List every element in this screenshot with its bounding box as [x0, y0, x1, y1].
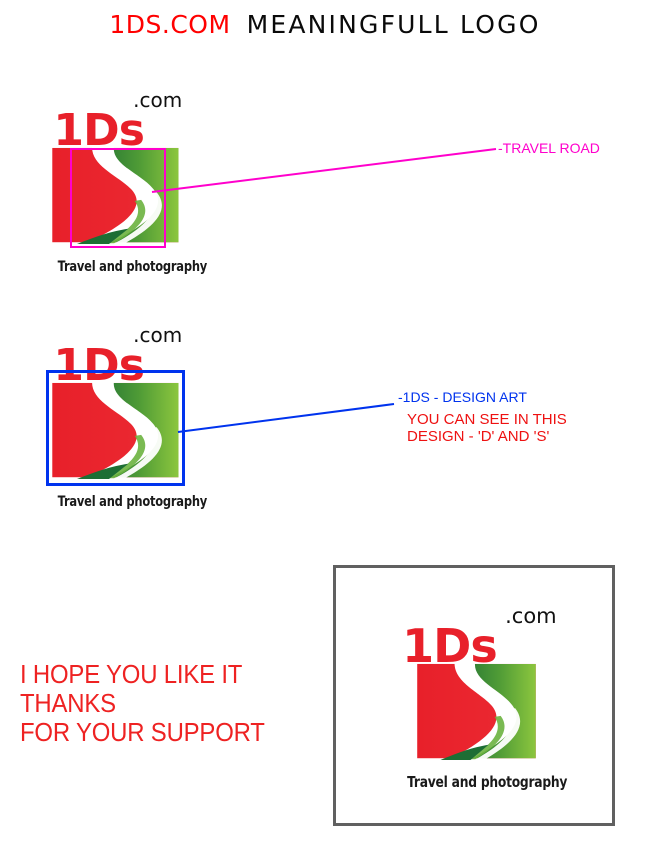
logo-tagline: Travel and photography [407, 773, 568, 791]
logo-wordmark: 1Ds .com [45, 90, 185, 153]
logo-wordmark-dotcom: .com [133, 323, 183, 347]
logo-road-stripe-2 [475, 708, 520, 760]
logo-road-foot [78, 464, 128, 479]
logo-wordmark-dotcom: .com [133, 88, 183, 112]
annotation-label-travel-road: -TRAVEL ROAD [498, 140, 600, 156]
closing-message: I HOPE YOU LIKE IT THANKS FOR YOUR SUPPO… [20, 660, 314, 747]
logo-road-stripe-accent [105, 435, 145, 479]
logo-square-art [51, 382, 179, 479]
logo-instance-design-art: 1Ds .com [45, 325, 208, 510]
logo-instance-showcase: 1Ds .com [392, 606, 568, 792]
page-title: 1DS.COM MEANINGFULL LOGO [0, 10, 650, 39]
logo-wordmark-main: 1Ds [53, 339, 145, 391]
logo-wordmark-main: 1Ds [402, 618, 498, 673]
showcase-frame: 1Ds .com [333, 565, 615, 826]
annotation-note-line-2: DESIGN - 'D' AND 'S' [407, 428, 550, 445]
highlight-box-travel-road[interactable] [70, 148, 166, 248]
highlight-box-design-art[interactable] [46, 370, 185, 486]
logo-square-art [416, 663, 536, 760]
logo-road-stripe-accent [467, 716, 505, 760]
page-title-brand: 1DS.COM [109, 10, 231, 39]
logo-road-stripe-accent [105, 200, 145, 244]
leader-line-design-art [177, 403, 395, 433]
closing-message-line-1: I HOPE YOU LIKE IT THANKS [20, 659, 242, 718]
logo-road-foot [78, 229, 128, 244]
logo-road-foot [441, 745, 489, 760]
logo-instance-travel-road: 1Ds .com [45, 90, 208, 275]
logo-tagline: Travel and photography [57, 494, 208, 510]
annotation-label-design-art: -1DS - DESIGN ART [398, 389, 527, 405]
leader-line-travel-road [151, 148, 497, 193]
annotation-note-line-1: YOU CAN SEE IN THIS [407, 411, 567, 428]
logo-tagline: Travel and photography [57, 259, 208, 275]
page-title-rest: MEANINGFULL LOGO [246, 10, 541, 39]
logo-road-stripe-2 [114, 192, 162, 244]
logo-road-stripe-2 [114, 427, 162, 479]
closing-message-line-2: FOR YOUR SUPPORT [20, 717, 265, 747]
logo-wordmark-main: 1Ds [53, 104, 145, 156]
logo-wordmark-dotcom: .com [505, 604, 557, 628]
logo-wordmark: 1Ds .com [392, 606, 560, 669]
logo-wordmark: 1Ds .com [45, 325, 185, 388]
annotation-note-design: YOU CAN SEE IN THIS DESIGN - 'D' AND 'S' [407, 411, 567, 445]
